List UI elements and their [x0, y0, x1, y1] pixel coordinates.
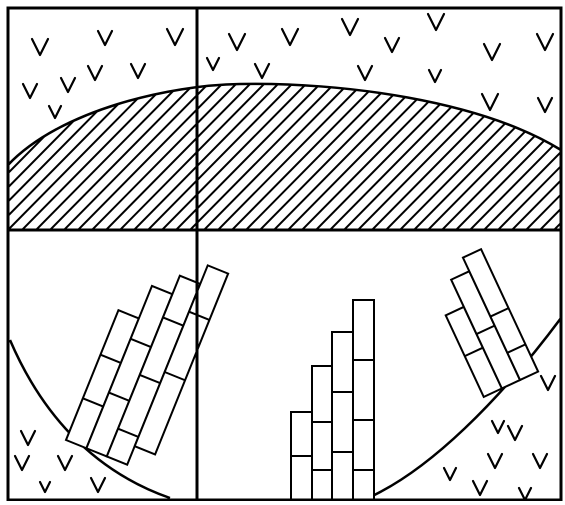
grass-icon [40, 482, 50, 492]
grass-icon [167, 29, 183, 45]
hatch-line [146, 80, 296, 232]
hatch-line [6, 80, 156, 232]
grass-icon [21, 431, 35, 445]
grass-icon [131, 64, 145, 78]
grass-icon [23, 84, 37, 98]
stacked-blocks-upright [291, 300, 374, 500]
hatch-line [244, 80, 394, 232]
grass-icon [508, 426, 522, 440]
hatch-line [104, 80, 254, 232]
grass-icon [61, 78, 75, 92]
grass-icon [91, 478, 105, 492]
hatch-line [384, 80, 534, 232]
hatch-line [118, 80, 268, 232]
grass-icon [488, 454, 502, 468]
grass-icon [358, 66, 372, 80]
grass-icon [229, 34, 245, 50]
hatch-line [34, 80, 184, 232]
mound-hatching [0, 80, 565, 232]
hatch-line [272, 80, 422, 232]
grass-icon [428, 14, 444, 30]
grass-icon [342, 19, 358, 35]
grass-icon [533, 454, 547, 468]
hatch-line [216, 80, 366, 232]
hatch-line [76, 80, 226, 232]
hatch-line [370, 80, 520, 232]
hatched-mound [0, 80, 565, 232]
grass-icon [282, 29, 298, 45]
hatch-line [160, 80, 310, 232]
grass-icon [49, 106, 61, 118]
hatch-line [90, 80, 240, 232]
hatch-line [328, 80, 478, 232]
grass-icon [444, 468, 456, 480]
block-column [332, 332, 353, 500]
grass-icon [207, 58, 219, 70]
grass-icon [541, 376, 555, 390]
grass-icon [98, 31, 112, 45]
grass-icon [15, 456, 29, 470]
grass-icon [482, 94, 498, 110]
grass-icon [492, 421, 504, 433]
hatch-line [202, 80, 352, 232]
grass-icon [88, 66, 102, 80]
mound-outline [8, 84, 561, 165]
grass-icon [429, 70, 441, 82]
hatch-line [62, 80, 212, 232]
grass-icon [473, 481, 487, 495]
stacked-blocks-tilted-left [66, 241, 228, 473]
grass-icon [484, 44, 500, 60]
hatch-line [0, 80, 72, 232]
hatch-line [314, 80, 464, 232]
hatch-line [20, 80, 170, 232]
hatch-line [342, 80, 492, 232]
hatch-line [300, 80, 450, 232]
hatch-line [230, 80, 380, 232]
grass-icon [538, 98, 552, 112]
hatch-line [286, 80, 436, 232]
grass-icon [537, 34, 553, 50]
grass-icon [519, 488, 531, 500]
grass-icon [32, 39, 48, 55]
hatch-line [454, 80, 565, 232]
hatch-line [188, 80, 338, 232]
hatch-line [552, 80, 565, 232]
block-column [312, 366, 332, 500]
stacked-blocks-tilted-right [427, 249, 538, 397]
grass-icon [255, 64, 269, 78]
hatch-line [398, 80, 548, 232]
hatch-line [132, 80, 282, 232]
hatch-line [258, 80, 408, 232]
hatch-line [0, 80, 2, 232]
grass-icon [58, 456, 72, 470]
hatch-line [496, 80, 565, 232]
grass-icon [385, 38, 399, 52]
